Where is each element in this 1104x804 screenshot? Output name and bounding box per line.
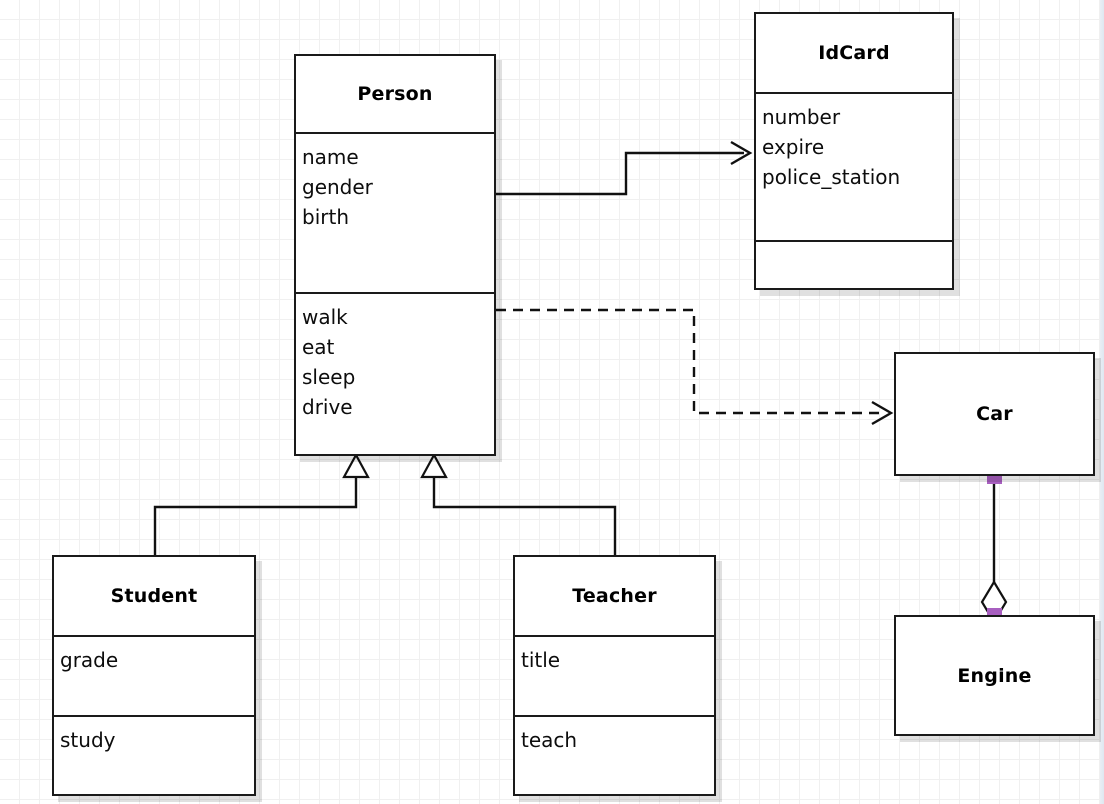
page-right-edge [1100,0,1104,804]
attribute-item: expire [762,135,825,159]
class-name-label: Engine [957,664,1032,687]
attribute-item: number [762,105,841,129]
operation-item: study [60,728,116,752]
operations-compartment-person: walk eat sleep drive [296,292,494,454]
operation-item: teach [521,728,578,752]
class-name-car: Car [896,354,1093,474]
uml-class-person[interactable]: Person name gender birth walk eat sleep … [294,54,496,456]
operation-item: drive [302,395,353,419]
generalization-teacher-person[interactable] [420,452,617,556]
class-name-student: Student [54,557,254,635]
operations-compartment-idcard [756,240,952,288]
operation-item: walk [302,305,348,329]
association-person-idcard[interactable] [496,140,753,196]
attributes-compartment-person: name gender birth [296,132,494,292]
attribute-item: grade [60,648,119,672]
attribute-item: birth [302,205,349,229]
class-name-teacher: Teacher [515,557,714,635]
class-name-label: Person [357,83,433,105]
attributes-compartment-teacher: title [515,635,714,715]
class-name-idcard: IdCard [756,14,952,92]
class-name-label: Teacher [572,585,657,607]
generalization-student-person[interactable] [153,452,370,556]
uml-class-engine[interactable]: Engine [894,615,1095,736]
attribute-item: gender [302,175,373,199]
attribute-item: title [521,648,561,672]
class-name-label: Student [110,585,198,607]
class-name-label: Car [976,403,1013,425]
attributes-compartment-idcard: number expire police_station [756,92,952,240]
operations-compartment-teacher: teach [515,715,714,794]
class-name-label: IdCard [818,42,890,64]
attribute-item: name [302,145,359,169]
uml-class-idcard[interactable]: IdCard number expire police_station [754,12,954,290]
operation-item: sleep [302,365,356,389]
attributes-compartment-student: grade [54,635,254,715]
class-name-engine: Engine [896,617,1093,734]
dependency-person-car[interactable] [496,308,894,426]
uml-class-student[interactable]: Student grade study [52,555,256,796]
attribute-item: police_station [762,165,901,189]
operation-item: eat [302,335,335,359]
aggregation-car-engine[interactable] [980,469,1008,625]
class-name-person: Person [296,56,494,132]
operations-compartment-student: study [54,715,254,794]
uml-class-teacher[interactable]: Teacher title teach [513,555,716,796]
uml-class-car[interactable]: Car [894,352,1095,476]
